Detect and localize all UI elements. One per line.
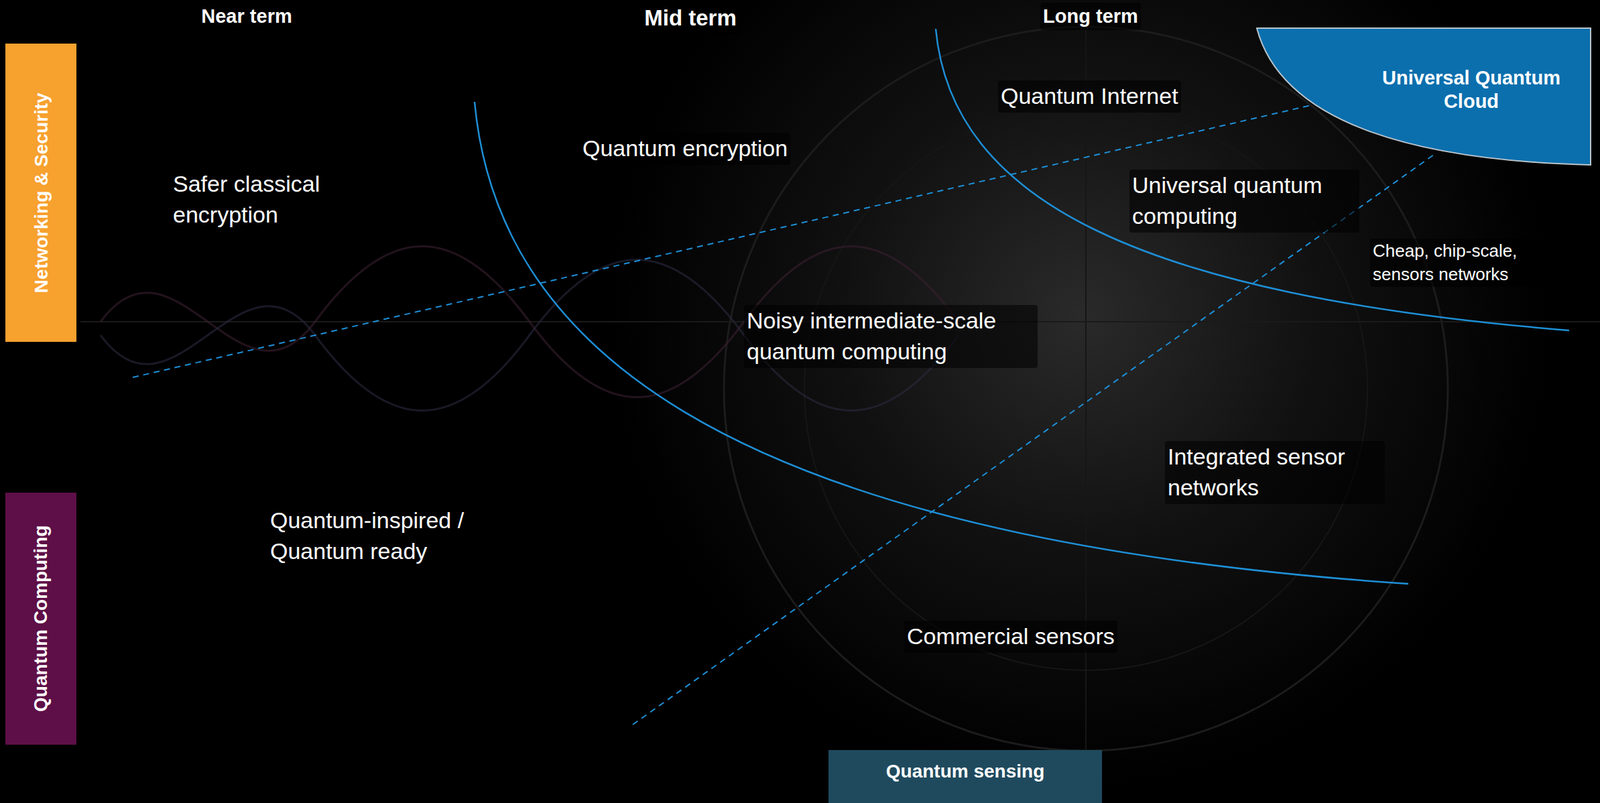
cloud-label: Universal Quantum Cloud [1364, 66, 1579, 114]
roadmap-label: Quantum encryption [579, 132, 791, 165]
trend-line [132, 105, 1312, 378]
column-heading: Near term [198, 2, 295, 31]
cloud-fill [1256, 28, 1591, 165]
trend-line [632, 152, 1437, 725]
roadmap-label: Integrated sensor networks [1164, 441, 1385, 505]
roadmap-label: Noisy intermediate-scale quantum computi… [744, 304, 1038, 368]
roadmap-label: Universal quantum computing [1129, 169, 1360, 233]
horizon-curve [474, 101, 1409, 584]
category-label: Networking & Security [29, 92, 53, 293]
roadmap-label: Commercial sensors [904, 620, 1118, 653]
cloud-outline [1256, 27, 1592, 167]
faint-ring [723, 26, 1448, 751]
column-heading: Mid term [641, 2, 740, 35]
roadmap-label: Cheap, chip-scale, sensors networks [1370, 238, 1558, 287]
column-heading: Long term [1040, 2, 1141, 31]
roadmap-label: Safer classical encryption [170, 168, 377, 232]
category-tab: Quantum sensing [828, 750, 1102, 803]
roadmap-label: Quantum Internet [998, 80, 1182, 113]
category-label: Quantum sensing [886, 760, 1045, 783]
cloud-shape: Universal Quantum Cloud [1256, 27, 1592, 167]
roadmap-label: Quantum-inspired / Quantum ready [267, 504, 498, 568]
category-tab: Quantum Computing [5, 492, 77, 745]
category-label: Quantum Computing [29, 525, 53, 712]
category-tab: Networking & Security [5, 43, 77, 342]
